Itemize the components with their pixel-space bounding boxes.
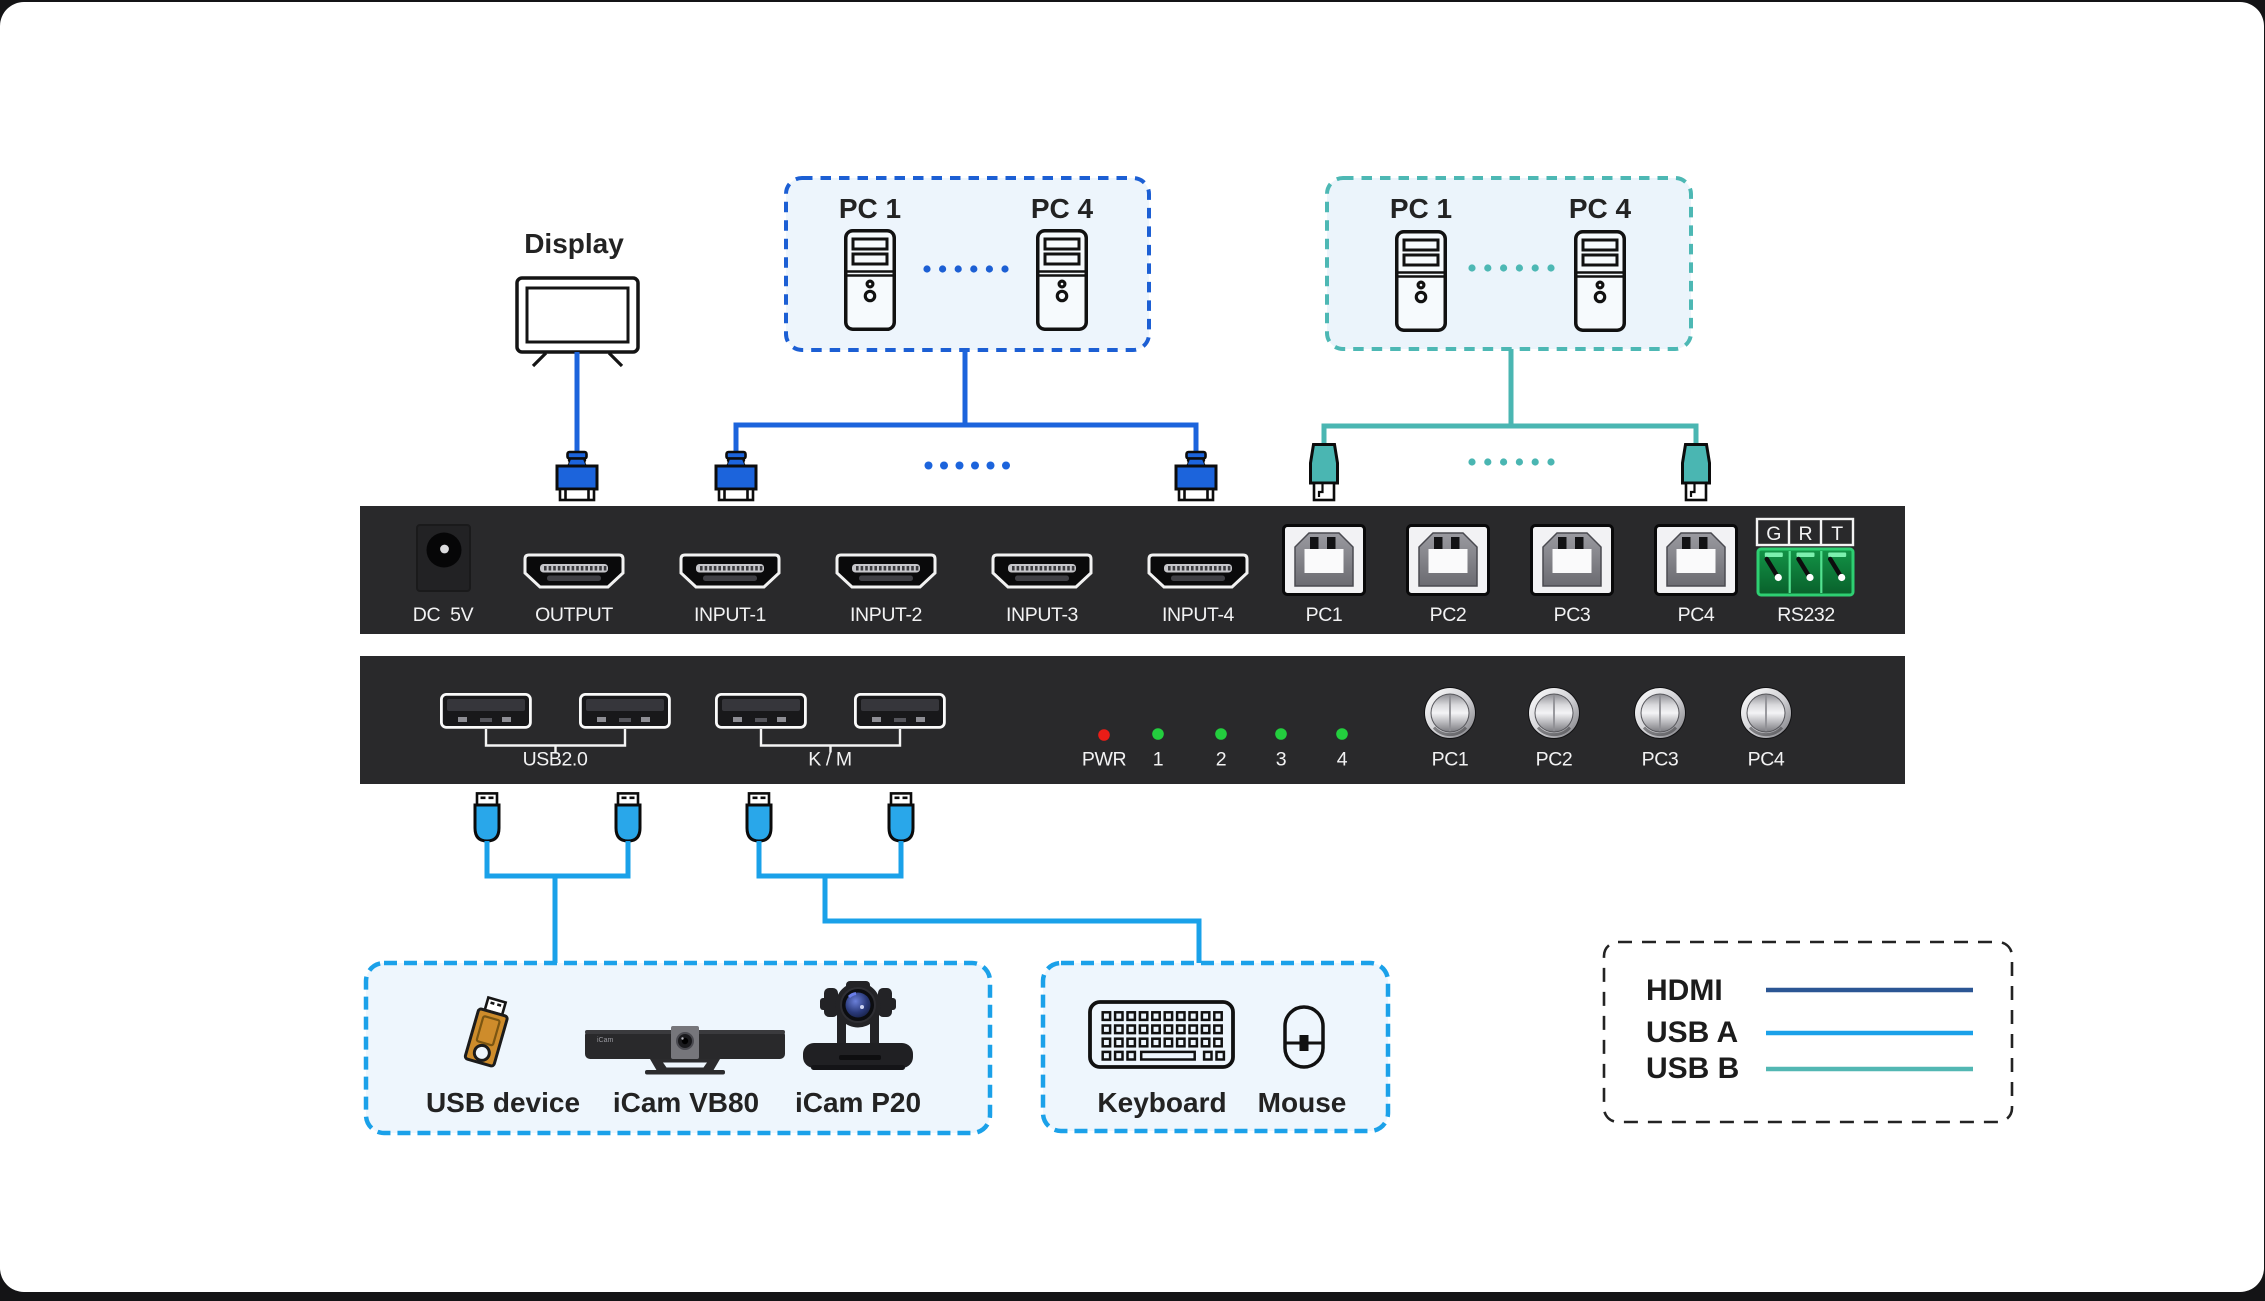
svg-text:iCam VB80: iCam VB80 bbox=[613, 1087, 759, 1118]
svg-text:USB device: USB device bbox=[426, 1087, 580, 1118]
svg-text:USB2.0: USB2.0 bbox=[523, 749, 588, 771]
svg-text:K / M: K / M bbox=[808, 749, 852, 771]
svg-text:PC2: PC2 bbox=[1430, 604, 1467, 626]
svg-text:Display: Display bbox=[524, 228, 624, 259]
svg-text:2: 2 bbox=[1216, 749, 1226, 771]
svg-text:3: 3 bbox=[1276, 749, 1286, 771]
svg-text:DC 5V: DC 5V bbox=[413, 604, 474, 626]
svg-text:PWR: PWR bbox=[1082, 749, 1127, 771]
svg-text:PC1: PC1 bbox=[1306, 604, 1343, 626]
svg-text:Mouse: Mouse bbox=[1258, 1087, 1347, 1118]
svg-text:PC3: PC3 bbox=[1554, 604, 1591, 626]
svg-text:PC2: PC2 bbox=[1536, 749, 1573, 771]
svg-text:INPUT-2: INPUT-2 bbox=[850, 604, 922, 626]
svg-text:PC1: PC1 bbox=[1432, 749, 1469, 771]
svg-text:PC 1: PC 1 bbox=[839, 193, 901, 224]
svg-text:iCam P20: iCam P20 bbox=[795, 1087, 921, 1118]
svg-text:HDMI: HDMI bbox=[1646, 974, 1723, 1007]
svg-text:RS232: RS232 bbox=[1777, 604, 1835, 626]
svg-text:PC 4: PC 4 bbox=[1031, 193, 1094, 224]
svg-text:PC 1: PC 1 bbox=[1390, 193, 1452, 224]
svg-text:PC4: PC4 bbox=[1678, 604, 1715, 626]
svg-text:PC 4: PC 4 bbox=[1569, 193, 1632, 224]
svg-text:iCam: iCam bbox=[597, 1037, 614, 1044]
svg-text:T: T bbox=[1831, 523, 1843, 545]
svg-text:USB A: USB A bbox=[1646, 1016, 1738, 1049]
svg-text:PC4: PC4 bbox=[1748, 749, 1785, 771]
svg-text:4: 4 bbox=[1337, 749, 1348, 771]
svg-text:G: G bbox=[1766, 523, 1781, 545]
svg-text:Keyboard: Keyboard bbox=[1097, 1087, 1226, 1118]
svg-text:USB B: USB B bbox=[1646, 1052, 1739, 1085]
svg-text:PC3: PC3 bbox=[1642, 749, 1679, 771]
svg-text:INPUT-4: INPUT-4 bbox=[1162, 604, 1235, 626]
svg-text:INPUT-3: INPUT-3 bbox=[1006, 604, 1078, 626]
svg-text:1: 1 bbox=[1153, 749, 1163, 771]
svg-text:INPUT-1: INPUT-1 bbox=[694, 604, 766, 626]
svg-text:R: R bbox=[1798, 523, 1812, 545]
svg-text:OUTPUT: OUTPUT bbox=[535, 604, 613, 626]
